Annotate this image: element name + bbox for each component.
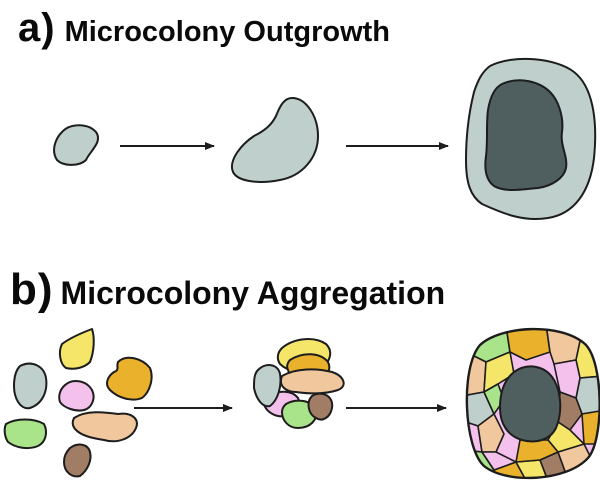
cell-blue-gray — [13, 362, 48, 410]
cluster-cell-brown — [307, 392, 334, 421]
aggregate-dark-core — [498, 365, 562, 443]
agg-cell-2 — [505, 329, 551, 361]
agg-cell-18 — [477, 413, 505, 453]
cell-green — [3, 418, 47, 450]
panel-a-paren: ) — [41, 6, 55, 50]
panel-a-heading: Microcolony Outgrowth — [64, 16, 391, 48]
agg-cell-16 — [483, 351, 515, 393]
cell-orange — [106, 356, 153, 401]
panel-b-diagram — [3, 327, 600, 480]
panel-b-letter: b — [10, 265, 38, 314]
outgrowth-small-colony — [53, 124, 99, 166]
panel-b-paren: ) — [37, 265, 53, 314]
panel-b-heading: Microcolony Aggregation — [60, 275, 446, 311]
cell-tan — [71, 411, 138, 443]
small-aggregate — [253, 338, 345, 429]
panel-b-title: b)Microcolony Aggregation — [10, 265, 445, 315]
aggregate-outline — [465, 327, 600, 480]
agg-cell-15 — [553, 359, 581, 399]
outgrowth-dark-core — [484, 79, 568, 191]
agg-cell-14 — [581, 409, 600, 445]
panel-a-letter: a — [18, 6, 42, 50]
cell-brown — [63, 443, 92, 478]
large-aggregate — [465, 327, 600, 480]
cluster-cell-tan — [280, 368, 345, 395]
cell-yellow — [58, 328, 95, 370]
cluster-cell-blue-gray — [253, 364, 282, 408]
panel-a-title: a) Microcolony Outgrowth — [18, 6, 390, 51]
cell-pink — [58, 380, 95, 412]
panel-a-diagram — [53, 57, 597, 220]
outgrowth-medium-colony — [230, 97, 319, 183]
